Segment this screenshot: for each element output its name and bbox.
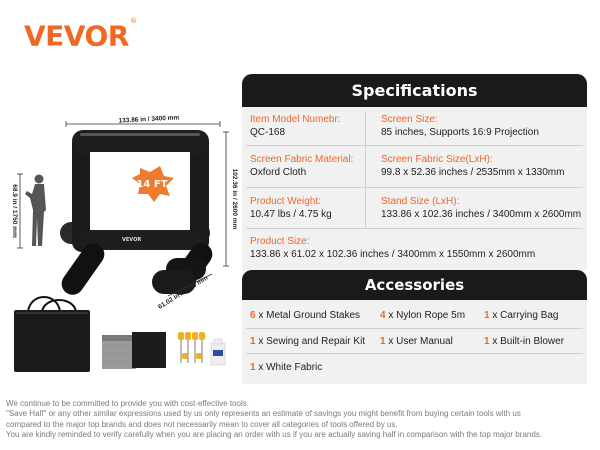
spec-product-size: Product Size: 133.86 x 61.02 x 102.36 in… [250,235,535,261]
row-divider [246,187,583,188]
row-divider [246,328,583,329]
accessory-user-manual: 1 x User Manual [380,335,453,348]
height-label: 102.36 in / 2600 mm [231,169,238,230]
spec-stand-size: Stand Size (LxH): 133.86 x 102.36 inches… [381,195,581,221]
accessory-text: x User Manual [388,336,453,347]
registered-mark: ® [129,17,137,25]
row-divider [246,145,583,146]
screen-logo: VEVOR [122,237,141,243]
person-height-label: 68.9 in / 1750 mm [11,184,18,238]
spec-value: 133.86 x 61.02 x 102.36 inches / 3400mm … [250,249,536,260]
spec-label: Item Model Numebr: [250,114,341,125]
spec-fabric-material: Screen Fabric Material: Oxford Cloth [250,153,353,179]
accessory-qty: 1 [250,362,256,373]
accessory-text: x Metal Ground Stakes [258,310,361,321]
size-badge: 14 FT [132,166,174,202]
disclaimer-line: We continue to be committed to provide y… [6,399,249,408]
accessory-qty: 1 [380,336,386,347]
accessories-table: 6 x Metal Ground Stakes 4 x Nylon Rope 5… [242,300,587,384]
specifications-panel: Specifications Item Model Numebr: QC-168… [242,74,587,271]
accessory-text: x Carrying Bag [492,310,559,321]
accessory-qty: 6 [250,310,256,321]
spec-label: Stand Size (LxH): [381,196,460,207]
spec-label: Screen Fabric Size(LxH): [381,154,493,165]
row-divider [246,228,583,229]
accessory-qty: 1 [484,336,490,347]
disclaimer-line: compared to the major top brands and doe… [6,419,398,429]
accessories-title: Accessories [242,270,587,300]
spec-value: 133.86 x 102.36 inches / 3400mm x 2600mm [381,209,582,220]
disclaimer-line: "Save Half" or any other similar express… [6,409,521,419]
spec-value: QC-168 [250,127,286,138]
spec-value: 99.8 x 52.36 inches / 2535mm x 1330mm [381,167,565,178]
row-divider [246,353,583,354]
disclaimer-text: We continue to be committed to provide y… [6,399,600,441]
accessory-sewing-kit: 1 x Sewing and Repair Kit [250,335,365,348]
product-illustration: 68.9 in / 1750 mm 133.86 in / 3400 mm 10… [0,60,240,400]
spec-value: Oxford Cloth [250,167,307,178]
accessory-text: x Sewing and Repair Kit [258,336,366,347]
svg-text:14 FT: 14 FT [136,179,167,190]
accessory-carrying-bag: 1 x Carrying Bag [484,309,558,322]
spec-label: Product Size: [250,236,310,247]
accessory-text: x Nylon Rope 5m [388,310,466,321]
accessory-text: x Built-in Blower [492,336,565,347]
accessory-built-in-blower: 1 x Built-in Blower [484,335,564,348]
user-manual [210,338,226,366]
spec-label: Product Weight: [250,196,321,207]
accessory-qty: 4 [380,310,386,321]
width-label: 133.86 in / 3400 mm [118,114,179,124]
specifications-title: Specifications [242,74,587,107]
spec-label: Screen Size: [381,114,438,125]
accessory-qty: 1 [250,336,256,347]
brand-logo: VEVOR® [24,16,137,53]
person-silhouette [25,174,46,246]
column-divider [365,111,366,228]
specifications-table: Item Model Numebr: QC-168 Screen Size: 8… [242,107,587,271]
spec-label: Screen Fabric Material: [250,154,354,165]
spec-value: 85 inches, Supports 16:9 Projection [381,127,539,138]
accessory-ground-stakes: 6 x Metal Ground Stakes [250,309,360,322]
accessory-nylon-rope: 4 x Nylon Rope 5m [380,309,465,322]
disclaimer-line: You are kindly reminded to verify carefu… [6,430,542,440]
spec-value: 10.47 lbs / 4.75 kg [250,209,332,220]
spec-weight: Product Weight: 10.47 lbs / 4.75 kg [250,195,332,221]
spec-fabric-size: Screen Fabric Size(LxH): 99.8 x 52.36 in… [381,153,564,179]
mesh-bag [102,335,136,369]
spec-item-model: Item Model Numebr: QC-168 [250,113,341,139]
brand-name: VEVOR [24,19,129,53]
sewing-kit [132,332,166,368]
inflatable-frame: VEVOR [60,130,213,295]
accessory-white-fabric: 1 x White Fabric [250,361,322,374]
accessory-qty: 1 [484,310,490,321]
accessory-text: x White Fabric [258,362,323,373]
spec-screen-size: Screen Size: 85 inches, Supports 16:9 Pr… [381,113,539,139]
ground-stakes [178,332,205,363]
carrying-bag [14,296,90,372]
